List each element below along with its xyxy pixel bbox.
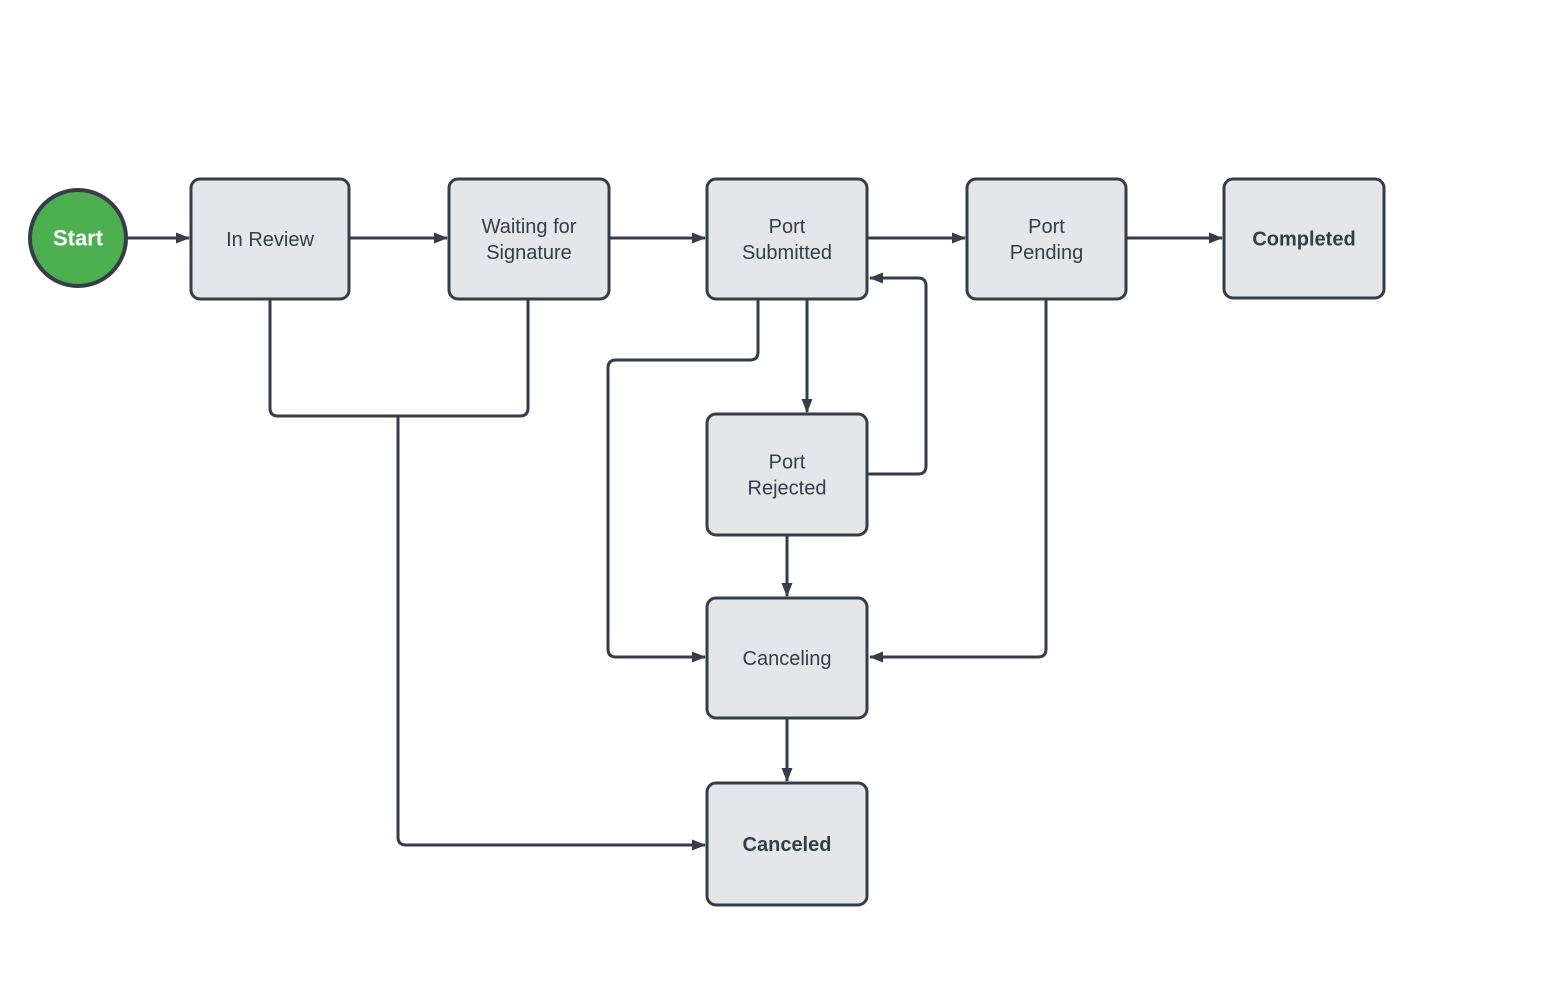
start-circle <box>28 188 128 288</box>
node-box-in-review <box>189 177 351 301</box>
node-label-line: Waiting for <box>482 216 577 238</box>
node-canceling: Canceling <box>705 596 869 720</box>
edge-merge-junction-to-canceled <box>396 416 706 851</box>
node-label-line: Port <box>769 216 806 238</box>
node-box-port-submitted <box>705 177 869 301</box>
node-box-waiting-for-signature <box>447 177 611 301</box>
node-box-port-rejected <box>705 412 869 537</box>
node-label-start: Start <box>53 226 104 251</box>
node-label-line: In Review <box>226 229 314 251</box>
node-label-line: Submitted <box>742 242 832 264</box>
node-label-in-review: In Review <box>226 229 314 251</box>
node-start: Start <box>28 188 128 288</box>
node-completed: Completed <box>1222 177 1386 300</box>
node-box-canceling <box>705 596 869 720</box>
edge-waiting-for-signature-to-merge-junction <box>398 299 530 418</box>
edge-port-submitted-to-canceling <box>606 299 760 663</box>
node-label-canceling: Canceling <box>743 648 832 670</box>
node-label-completed: Completed <box>1252 229 1355 251</box>
edge-port-pending-to-canceling <box>869 299 1048 663</box>
edge-port-rejected-to-port-submitted <box>867 272 928 476</box>
node-label-line: Completed <box>1252 229 1355 251</box>
node-label-line: Canceling <box>743 648 832 670</box>
edge-in-review-to-merge-junction <box>268 299 398 418</box>
node-label-line: Start <box>53 226 104 251</box>
node-label-line: Port <box>1028 216 1065 238</box>
node-label-line: Signature <box>486 242 572 264</box>
node-label-line: Port <box>769 452 806 474</box>
node-label-canceled: Canceled <box>743 834 832 856</box>
node-box-completed <box>1222 177 1386 300</box>
node-box-port-pending <box>965 177 1128 301</box>
node-label-line: Pending <box>1010 242 1083 264</box>
node-box-canceled <box>705 781 869 907</box>
node-canceled: Canceled <box>705 781 869 907</box>
node-in-review: In Review <box>189 177 351 301</box>
node-label-line: Canceled <box>743 834 832 856</box>
node-label-line: Rejected <box>748 478 827 500</box>
